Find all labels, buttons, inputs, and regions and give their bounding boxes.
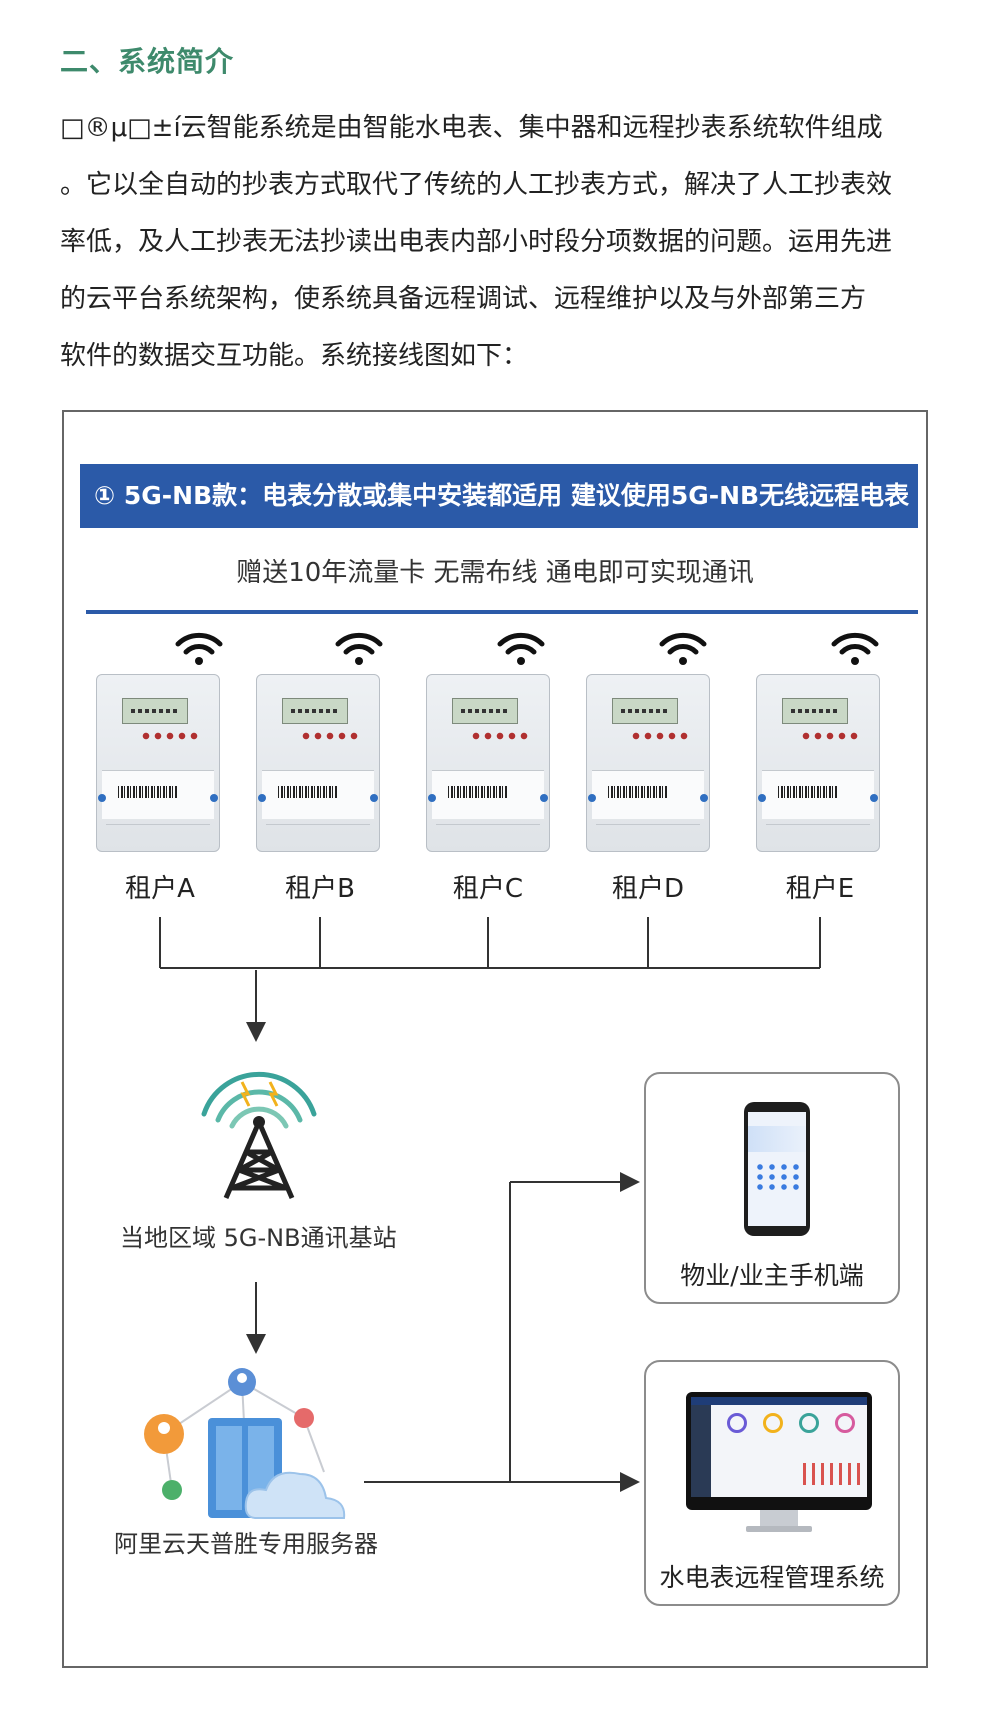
divider: [86, 610, 918, 614]
diagram-subtitle: 赠送10年流量卡 无需布线 通电即可实现通讯: [236, 558, 754, 588]
base-station-label: 当地区域 5G-NB通讯基站: [120, 1224, 397, 1252]
intro-text: □®μ□±í云智能系统是由智能水电表、集中器和远程抄表系统软件组成 。它以全自动…: [60, 100, 950, 385]
system-label: 水电表远程管理系统: [659, 1563, 885, 1592]
electricity-meter: [256, 674, 380, 864]
cell-tower-icon: [201, 1071, 317, 1199]
tenant-label-e: 租户E: [785, 874, 855, 904]
intro-line: 。它以全自动的抄表方式取代了传统的人工抄表方式，解决了人工抄表效: [60, 170, 893, 200]
tenant-label-d: 租户D: [611, 874, 685, 904]
wifi-icon: [175, 632, 223, 665]
intro-line: 软件的数据交互功能。系统接线图如下：: [60, 341, 529, 371]
tenant-label-a: 租户A: [125, 874, 195, 904]
management-system-panel: 水电表远程管理系统: [644, 1360, 900, 1606]
wifi-icon: [831, 632, 879, 665]
section-title: 二、系统简介: [60, 45, 235, 78]
wifi-icon: [497, 632, 545, 665]
diagram-banner: ① 5G-NB款：电表分散或集中安装都适用 建议使用5G-NB无线远程电表: [80, 464, 918, 528]
electricity-meter: [756, 674, 880, 864]
intro-line: 的云平台系统架构，使系统具备远程调试、远程维护以及与外部第三方: [60, 284, 867, 314]
intro-line: 率低，及人工抄表无法抄读出电表内部小时段分项数据的问题。运用先进: [60, 227, 893, 257]
server-label: 阿里云天普胜专用服务器: [114, 1530, 378, 1558]
wiring-diagram: ① 5G-NB款：电表分散或集中安装都适用 建议使用5G-NB无线远程电表 赠送…: [62, 410, 928, 1668]
mobile-label: 物业/业主手机端: [680, 1261, 864, 1290]
electricity-meter: [96, 674, 220, 864]
tenant-label-c: 租户C: [452, 874, 524, 904]
wifi-icon: [659, 632, 707, 665]
smartphone-icon: [744, 1102, 810, 1236]
desktop-monitor-icon: [686, 1392, 872, 1534]
cloud-server-icon: [144, 1368, 346, 1519]
wifi-icon: [335, 632, 383, 665]
electricity-meter: [586, 674, 710, 864]
tenant-label-b: 租户B: [285, 874, 355, 904]
electricity-meter: [426, 674, 550, 864]
mobile-panel: 物业/业主手机端: [644, 1072, 900, 1304]
intro-line: □®μ□±í云智能系统是由智能水电表、集中器和远程抄表系统软件组成: [60, 113, 883, 143]
